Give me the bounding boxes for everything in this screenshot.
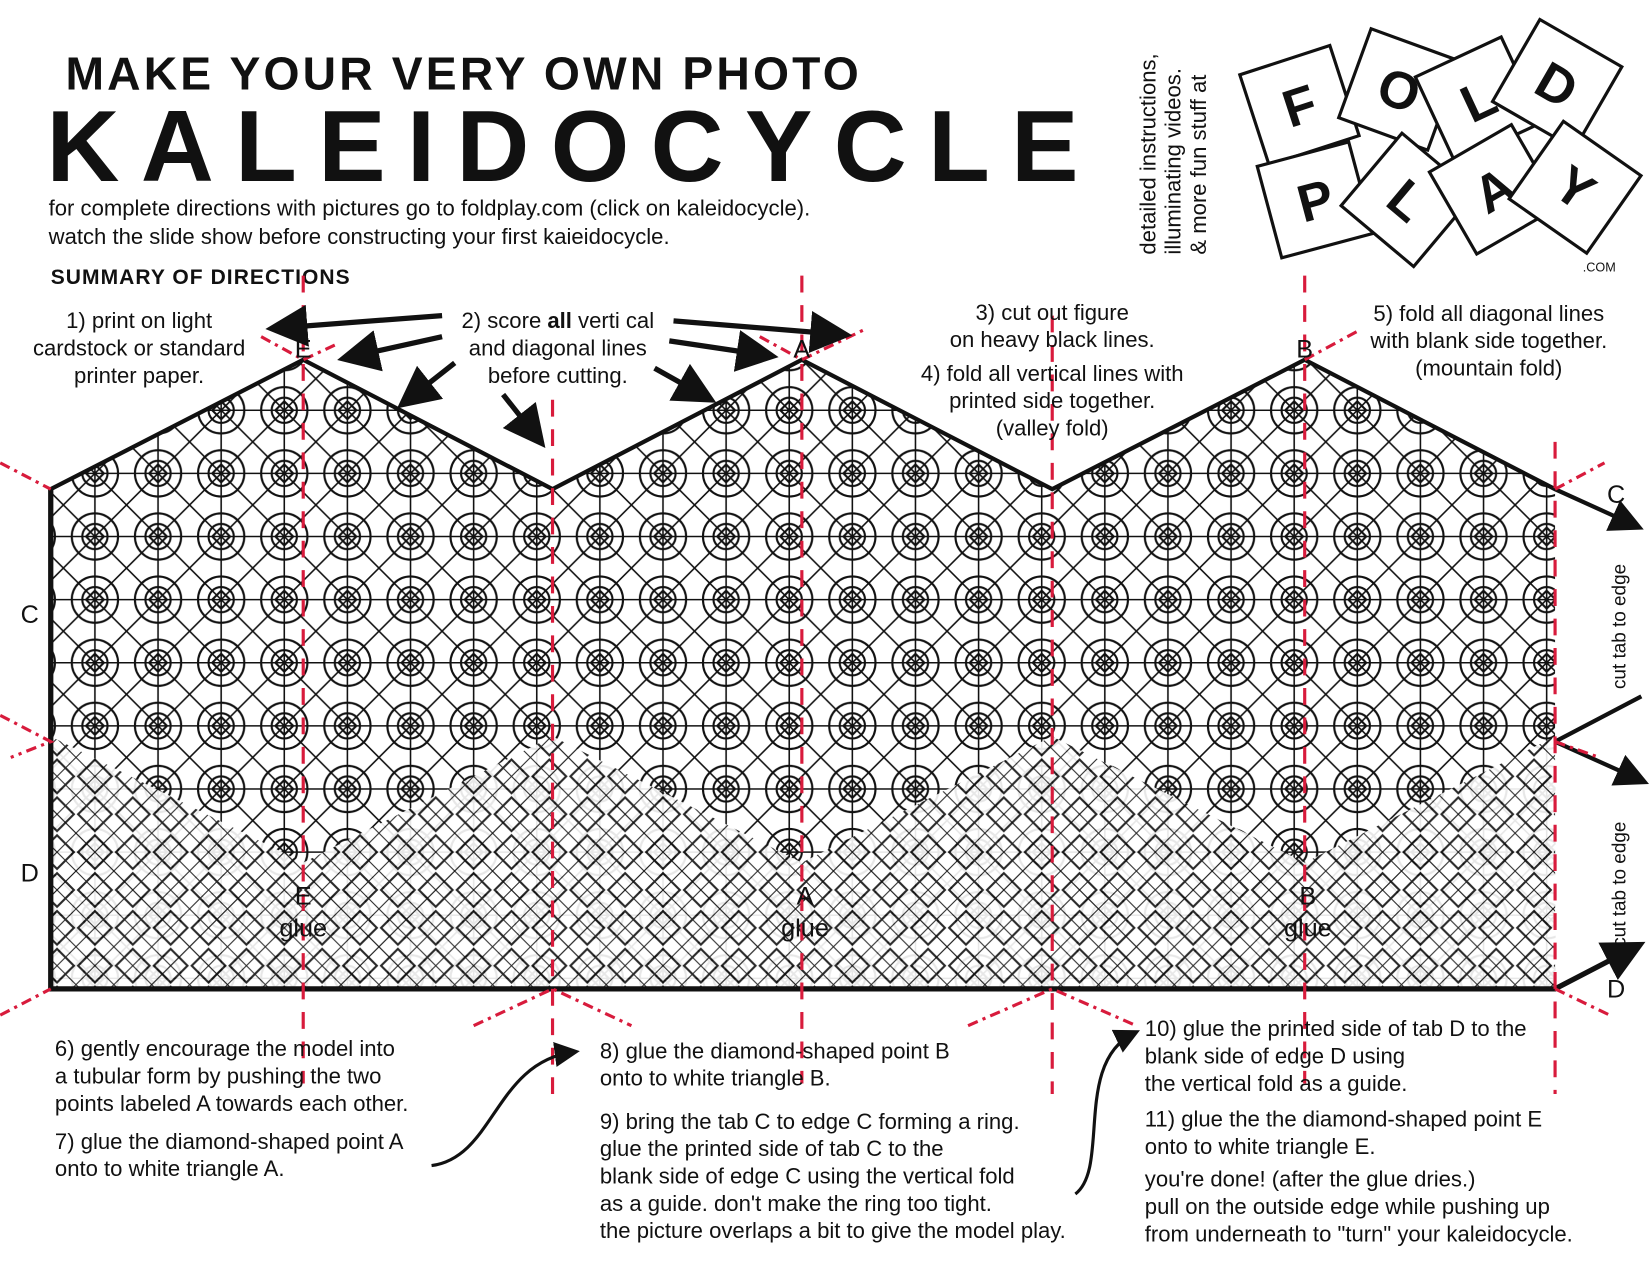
svg-text:blank side of edge D using: blank side of edge D using [1145,1044,1405,1069]
svg-text:you're done! (after the glue: you're done! (after the glue dries.) [1145,1167,1476,1192]
svg-text:on heavy black lines.: on heavy black lines. [950,327,1155,352]
svg-text:8) glue the diamond-shaped poi: 8) glue the diamond-shaped point B [600,1038,950,1063]
kaleidocycle-template [48,357,1642,992]
sidebar-note: detailed instructions, illuminating vide… [1135,53,1210,254]
svg-text:blank side of edge C using the: blank side of edge C using the vertical … [600,1163,1015,1188]
step-9: 9) bring the tab C to edge C forming a r… [600,1109,1066,1243]
svg-text:from underneath to "turn" your: from underneath to "turn" your kaleidocy… [1145,1221,1573,1246]
svg-text:before cutting.: before cutting. [488,363,628,388]
svg-text:and diagonal lines: and diagonal lines [469,336,647,361]
edge-label-c-left: C [21,601,39,629]
fold-lines [0,275,1611,1095]
foldplay-logo: F O L D P L A Y .COM [1237,17,1644,274]
step-2-arrows [265,304,853,448]
step-3: 3) cut out figure on heavy black lines. [950,300,1155,352]
svg-text:a tubular form by pushing the: a tubular form by pushing the two [55,1064,381,1089]
tab-text-c: cut tab to edge [1610,564,1631,689]
svg-text:7) glue the diamond-shaped poi: 7) glue the diamond-shaped point A [55,1129,404,1154]
svg-text:glue: glue [781,914,829,942]
svg-text:9) bring the tab C to edge C f: 9) bring the tab C to edge C forming a r… [600,1109,1020,1134]
intro-line-2: watch the slide show before constructing… [48,224,670,249]
svg-text:.COM: .COM [1583,260,1616,274]
svg-text:(valley fold): (valley fold) [996,416,1109,441]
svg-text:3) cut out figure: 3) cut out figure [976,300,1129,325]
svg-text:5) fold all diagonal lines: 5) fold all diagonal lines [1373,301,1604,326]
svg-text:illuminating videos.: illuminating videos. [1161,68,1186,255]
step-2: 2) score all verti cal and diagonal line… [461,308,654,388]
svg-text:onto to white triangle A.: onto to white triangle A. [55,1156,285,1181]
point-label-a: A [793,336,810,364]
step-7: 7) glue the diamond-shaped point A onto … [55,1129,404,1181]
svg-text:4) fold all vertical lines wit: 4) fold all vertical lines with [921,361,1184,386]
svg-text:pull on the outside edge while: pull on the outside edge while pushing u… [1145,1194,1550,1219]
page-title: KALEIDOCYCLE [47,91,1083,203]
svg-text:1) print on light: 1) print on light [66,308,212,333]
svg-text:6) gently encourage the model: 6) gently encourage the model into [55,1036,395,1061]
svg-text:printed side together.: printed side together. [949,388,1155,413]
arrow-to-step-10 [1074,1029,1140,1196]
svg-text:glue: glue [279,914,327,942]
glue-labels: E glue A glue B glue [279,883,1331,943]
step-6: 6) gently encourage the model into a tub… [55,1036,408,1116]
svg-text:& more fun stuff at: & more fun stuff at [1186,75,1211,255]
svg-text:2) score all verti cal: 2) score all verti cal [461,308,654,333]
svg-text:(mountain fold): (mountain fold) [1415,356,1562,381]
svg-text:B: B [1299,883,1316,911]
summary-heading: SUMMARY OF DIRECTIONS [51,266,351,289]
step-10: 10) glue the printed side of tab D to th… [1145,1016,1527,1096]
svg-text:the vertical fold as a guide.: the vertical fold as a guide. [1145,1071,1408,1096]
point-label-e: E [295,336,312,364]
svg-text:with blank side together.: with blank side together. [1369,328,1607,353]
subtitle: MAKE YOUR VERY OWN PHOTO [65,47,861,99]
svg-text:glue the printed side of tab C: glue the printed side of tab C to the [600,1136,944,1161]
done-note: you're done! (after the glue dries.) pul… [1145,1167,1573,1247]
svg-text:glue: glue [1284,914,1332,942]
step-8: 8) glue the diamond-shaped point B onto … [600,1038,950,1090]
tab-text-d: cut tab to edge [1610,822,1631,947]
point-label-b: B [1296,336,1313,364]
svg-text:10) glue the printed side of t: 10) glue the printed side of tab D to th… [1145,1016,1527,1041]
svg-text:onto to white triangle E.: onto to white triangle E. [1145,1134,1376,1159]
tab-label-d: D [1607,975,1625,1003]
svg-text:E: E [295,883,312,911]
svg-text:onto to white triangle B.: onto to white triangle B. [600,1066,831,1091]
svg-text:the picture overlaps a bit to: the picture overlaps a bit to give the m… [600,1218,1066,1243]
svg-text:as a guide. don't make the ri: as a guide. don't make the ring too tigh… [600,1191,992,1216]
svg-text:cardstock or standard: cardstock or standard [33,336,245,361]
svg-text:printer paper.: printer paper. [74,363,204,388]
intro-line-1: for complete directions with pictures go… [49,196,811,221]
step-1: 1) print on light cardstock or standard … [33,308,245,388]
svg-text:detailed instructions,: detailed instructions, [1135,53,1160,254]
arrow-to-step-8 [431,1041,580,1168]
svg-text:points labeled A towards each: points labeled A towards each other. [55,1091,408,1116]
edge-label-d-left: D [21,860,39,888]
step-11: 11) glue the the diamond-shaped point E … [1145,1107,1542,1159]
step-5: 5) fold all diagonal lines with blank si… [1369,301,1607,381]
tab-label-c: C [1607,481,1625,509]
svg-text:11) glue the the diamond-shape: 11) glue the the diamond-shaped point E [1145,1107,1542,1132]
svg-text:A: A [797,883,814,911]
step-4: 4) fold all vertical lines with printed … [921,361,1184,441]
